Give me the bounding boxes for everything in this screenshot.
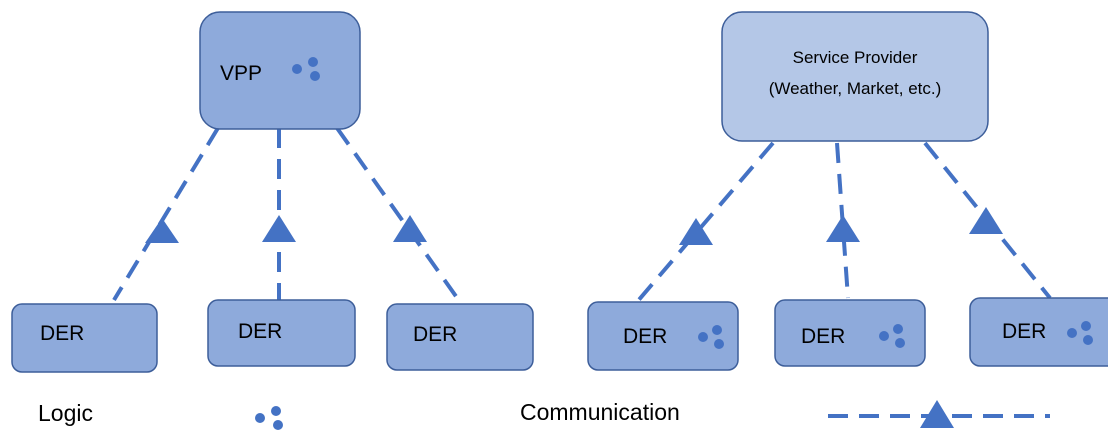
der-box — [969, 297, 1108, 367]
left-der-2: DER — [207, 299, 356, 367]
service-provider-node: Service Provider (Weather, Market, etc.) — [721, 11, 989, 142]
arrow-triangle-icon — [969, 207, 1003, 234]
arrow-triangle-icon — [679, 218, 713, 245]
left-der-3: DER — [386, 303, 534, 371]
right-der-2: DER — [774, 299, 926, 367]
right-links — [635, 141, 1052, 304]
vpp-label: VPP — [220, 62, 262, 85]
right-der-3: DER — [969, 297, 1108, 367]
arrow-triangle-icon — [145, 218, 179, 243]
der-box — [11, 303, 158, 373]
legend: Logic Communication — [38, 399, 1050, 430]
right-der-1: DER — [587, 301, 739, 371]
legend-logic-label: Logic — [38, 400, 93, 426]
legend-logic-icon — [255, 406, 283, 430]
link-vpp-der-3 — [335, 126, 462, 304]
service-provider-subtitle: (Weather, Market, etc.) — [769, 79, 942, 98]
der-label: DER — [238, 320, 282, 343]
vpp-box — [199, 11, 361, 130]
link-vpp-der-1 — [112, 126, 220, 302]
logic-icon — [1067, 321, 1093, 345]
vpp-node: VPP — [199, 11, 361, 130]
left-links — [112, 126, 462, 304]
legend-communication-icon — [828, 400, 1050, 428]
der-box — [207, 299, 356, 367]
der-label: DER — [801, 325, 845, 348]
der-label: DER — [623, 325, 667, 348]
link-sp-der-1 — [635, 141, 775, 304]
der-box — [587, 301, 739, 371]
arrow-triangle-icon — [393, 215, 427, 242]
logic-icon — [879, 324, 905, 348]
logic-icon — [698, 325, 724, 349]
legend-communication-label: Communication — [520, 399, 680, 425]
der-box — [774, 299, 926, 367]
service-provider-box — [721, 11, 989, 142]
der-label: DER — [40, 322, 84, 345]
arrow-triangle-icon — [826, 215, 860, 242]
logic-icon — [292, 57, 320, 81]
left-der-1: DER — [11, 303, 158, 373]
service-provider-title: Service Provider — [793, 48, 918, 67]
der-box — [386, 303, 534, 371]
der-label: DER — [1002, 320, 1046, 343]
arrow-triangle-icon — [262, 215, 296, 242]
der-label: DER — [413, 323, 457, 346]
